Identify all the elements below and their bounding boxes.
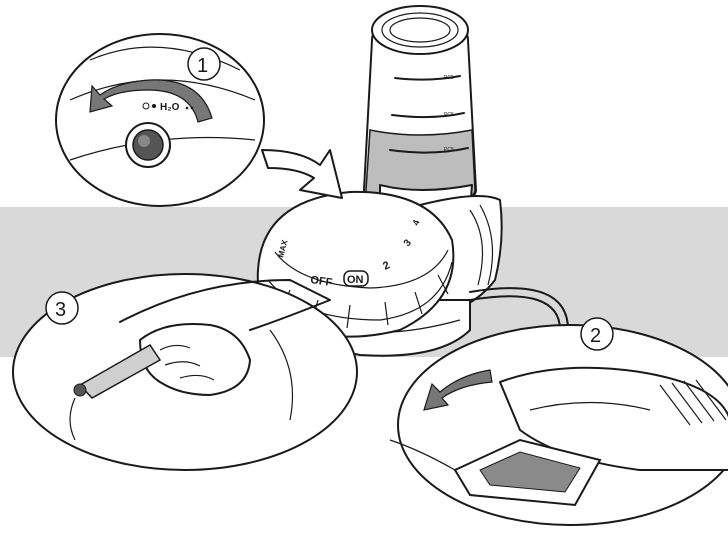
water-bottle: PC5 PC5 PC5 <box>364 6 476 205</box>
callout-3: 3 <box>13 274 357 470</box>
bottle-mark-2: PC5 <box>444 112 454 118</box>
step-2-number: 2 <box>590 325 601 347</box>
step-1-number: 1 <box>197 55 208 77</box>
dial-label-on: ON <box>347 274 364 286</box>
h2o-label: H₂O <box>160 102 180 113</box>
pointer-arrow <box>262 150 342 198</box>
bottle-mark-3: PC5 <box>444 147 454 153</box>
bottle-mark-1: PC5 <box>444 75 454 81</box>
callout-1: H₂O 1 <box>56 34 264 206</box>
step-3-number: 3 <box>55 299 66 321</box>
